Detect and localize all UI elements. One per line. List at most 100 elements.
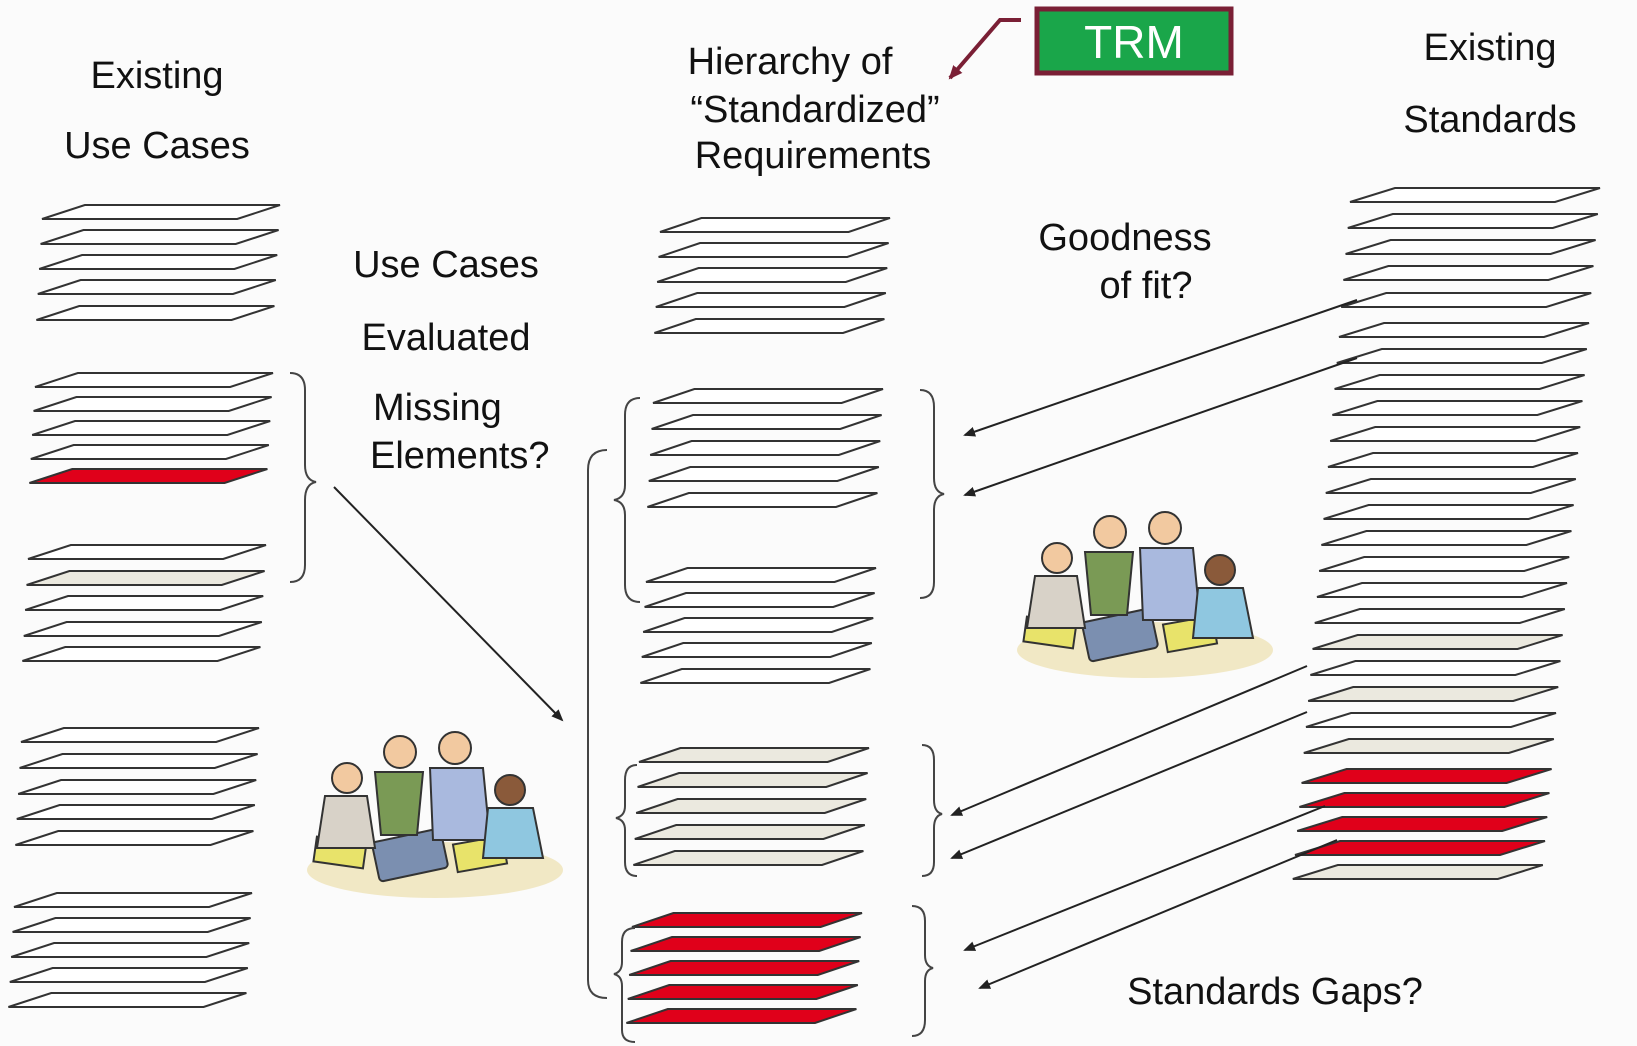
brace-middle-bottom-right [911, 905, 934, 1037]
existing-standards-line2: Standards [1403, 99, 1576, 141]
sheet-red [631, 912, 863, 928]
goodness-line2: of fit? [1100, 265, 1193, 307]
sheet-white [41, 204, 281, 220]
sheet-white [38, 254, 278, 270]
label-standards-gaps: Standards Gaps? [1127, 971, 1423, 1013]
sheet-white [655, 292, 887, 308]
sheet-white [1310, 660, 1561, 676]
use-cases-evaluated-line2: Evaluated [361, 317, 530, 359]
sheet-white [8, 992, 247, 1008]
brace-middle-large [587, 449, 608, 999]
sheet-white [36, 305, 275, 321]
sheet-red [1301, 768, 1552, 784]
sheet-white [1336, 348, 1588, 364]
sheet-white [658, 242, 889, 258]
brace-middle-lower-left [615, 764, 638, 877]
sheet-white [10, 942, 250, 958]
missing-elements-line2: Elements? [370, 435, 550, 477]
sheet-white [1329, 426, 1581, 442]
missing-elements-line1: Missing [373, 387, 502, 429]
sheet-white [17, 779, 257, 795]
sheet-beige [638, 747, 870, 763]
sheet-red [627, 984, 859, 1000]
sheet-red [1299, 792, 1550, 808]
hierarchy-line3: Requirements [695, 135, 932, 177]
sheet-red [29, 468, 268, 484]
goodness-line1: Goodness [1038, 217, 1211, 259]
label-use-cases-evaluated: Use Cases Evaluated [353, 244, 539, 359]
team-meeting-icon [307, 731, 563, 898]
sheet-red [628, 960, 860, 976]
sheet-beige [635, 798, 867, 814]
brace-middle-lower-right [921, 744, 943, 877]
team-meeting-icon [1017, 511, 1273, 678]
use-cases-evaluated-line1: Use Cases [353, 244, 539, 286]
sheet-white [644, 592, 875, 608]
sheet-white [649, 440, 881, 456]
arrow-gap-2 [978, 839, 1338, 989]
sheet-white [1314, 608, 1566, 624]
heading-existing-standards: Existing Standards [1403, 27, 1576, 141]
sheet-red [1294, 840, 1546, 856]
trm-label: TRM [1084, 16, 1184, 68]
sheet-white [1334, 374, 1585, 390]
sheet-white [1316, 582, 1568, 598]
sheet-white [647, 492, 878, 508]
sheet-white [1343, 265, 1594, 281]
heading-existing-use-cases: Existing Use Cases [64, 55, 250, 167]
sheet-white [22, 646, 261, 662]
sheet-beige [1292, 864, 1544, 880]
arrow-use-cases-to-requirements [333, 486, 564, 722]
sheet-white [641, 642, 873, 658]
hierarchy-line1: Hierarchy of [688, 41, 893, 83]
braces [289, 372, 945, 1043]
arrow-fit-2 [963, 357, 1358, 497]
brace-middle-upper-left [613, 397, 641, 603]
sheet-white [648, 466, 880, 482]
sheet-white [1338, 322, 1590, 338]
brace-left-upper [289, 372, 317, 583]
existing-standards-stack [1292, 187, 1601, 880]
sheet-white [20, 727, 260, 743]
arrow-fit-1 [963, 299, 1358, 437]
hierarchy-line2: “Standardized” [690, 89, 939, 131]
heading-hierarchy: Hierarchy of “Standardized” Requirements [688, 41, 940, 177]
sheet-white [34, 372, 274, 388]
sheet-white [1327, 452, 1579, 468]
sheet-white [19, 753, 258, 769]
brace-middle-bottom-left [613, 927, 636, 1043]
sheet-beige [1303, 738, 1555, 754]
label-missing-elements: Missing Elements? [370, 387, 550, 477]
trm-pointer-arrow [948, 18, 1021, 80]
sheet-white [640, 668, 871, 684]
sheet-white [1347, 213, 1599, 229]
sheet-red [626, 1008, 857, 1024]
sheet-white [1325, 478, 1577, 494]
trm-box: TRM [948, 6, 1234, 80]
sheet-white [659, 217, 891, 233]
arrow-fit-4 [950, 711, 1308, 859]
sheet-white [15, 830, 254, 846]
sheet-white [13, 892, 253, 908]
trm-box-rect [1034, 6, 1234, 76]
sheet-white [1305, 712, 1557, 728]
label-goodness-of-fit: Goodness of fit? [1038, 217, 1211, 307]
sheet-white [656, 267, 888, 283]
sheet-white [33, 396, 272, 412]
sheet-white [30, 444, 270, 460]
sheet-white [642, 617, 874, 633]
sheet-white [12, 917, 251, 933]
sheet-beige [1312, 634, 1563, 650]
sheet-white [645, 567, 877, 583]
sheet-white [652, 388, 884, 404]
existing-use-cases-line1: Existing [90, 55, 223, 97]
sheet-white [654, 318, 885, 334]
arrow-gap-1 [963, 805, 1326, 951]
existing-standards-line1: Existing [1423, 27, 1556, 69]
sheet-white [24, 595, 264, 611]
sheet-beige [26, 570, 265, 586]
existing-use-cases-line2: Use Cases [64, 125, 250, 167]
sheet-white [1318, 556, 1570, 572]
sheet-white [1345, 239, 1596, 255]
sheet-white [31, 420, 271, 436]
